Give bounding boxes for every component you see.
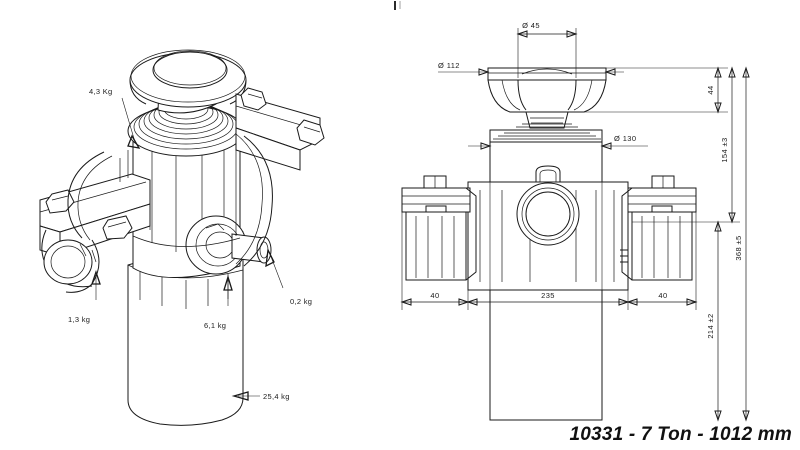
isometric-view: 4,3 Kg 1,3 kg 0,2 kg 6,1 kg 25,4 kg — [39, 49, 325, 426]
iso-callout-top-bracket: 4,3 Kg — [89, 87, 141, 149]
iso-cylinder-barrel — [127, 231, 244, 426]
dim-label-vertical-154: 154 ±3 — [720, 137, 729, 162]
scan-artifact-mark-2 — [399, 1, 401, 9]
dim-label-diameter-45: Ø 45 — [522, 21, 540, 30]
drawing-title: 10331 - 7 Ton - 1012 mm — [569, 424, 792, 445]
iso-mid-plate-detail — [132, 150, 241, 247]
iso-callout-main-cylinder: 25,4 kg — [231, 391, 290, 401]
iso-upper-mount-bracket — [235, 87, 325, 171]
iso-strap-loop — [67, 133, 273, 267]
dim-label-vertical-368: 368 ±5 — [734, 235, 743, 260]
dim-diameter-130: Ø 130 — [468, 134, 648, 150]
ortho-ball-cup-head — [487, 67, 607, 129]
iso-left-saddle-bracket — [39, 173, 151, 293]
dim-label-diameter-130: Ø 130 — [614, 134, 636, 143]
dim-label-diameter-112: Ø 112 — [438, 61, 460, 70]
iso-callout-mid-body: 6,1 kg — [204, 274, 233, 330]
weight-label-lower-bracket: 1,3 kg — [68, 315, 90, 324]
ortho-left-bracket — [401, 175, 477, 281]
dim-vertical-214: 214 ±2 — [706, 220, 722, 422]
weight-label-port-fitting: 0,2 kg — [290, 297, 312, 306]
orthographic-view: Ø 45 Ø 112 Ø 130 44 — [400, 21, 750, 422]
dim-horizontal-40-left: 40 — [400, 291, 470, 306]
dim-vertical-368: 368 ±5 — [734, 66, 750, 422]
ortho-right-bracket — [621, 175, 697, 281]
weight-label-top-bracket: 4,3 Kg — [89, 87, 112, 96]
dim-horizontal-235: 235 — [466, 291, 630, 306]
dim-label-vertical-214: 214 ±2 — [706, 313, 715, 338]
iso-top-ball-cup — [129, 49, 247, 108]
dim-vertical-154: 154 ±3 — [632, 66, 740, 224]
weight-label-main-cylinder: 25,4 kg — [263, 392, 290, 401]
dim-label-horizontal-235: 235 — [541, 291, 555, 300]
dim-diameter-45: Ø 45 — [516, 21, 578, 78]
ortho-center-eye-port — [516, 165, 580, 246]
dim-label-vertical-44: 44 — [706, 85, 715, 94]
dim-diameter-112: Ø 112 — [438, 61, 624, 76]
dim-vertical-44: 44 — [568, 66, 728, 114]
dim-horizontal-group: 40 235 40 — [400, 142, 698, 310]
iso-right-port-fitting — [185, 215, 272, 275]
weight-label-mid-body: 6,1 kg — [204, 321, 226, 330]
dim-label-horizontal-40-left: 40 — [430, 291, 439, 300]
ortho-bellows-stack — [490, 123, 602, 143]
iso-callout-lower-bracket: 1,3 kg — [68, 269, 101, 324]
dim-label-horizontal-40-right: 40 — [658, 291, 667, 300]
dim-horizontal-40-right: 40 — [626, 291, 698, 306]
scan-artifact-mark — [394, 1, 396, 10]
iso-callout-port-fitting: 0,2 kg — [265, 247, 312, 306]
